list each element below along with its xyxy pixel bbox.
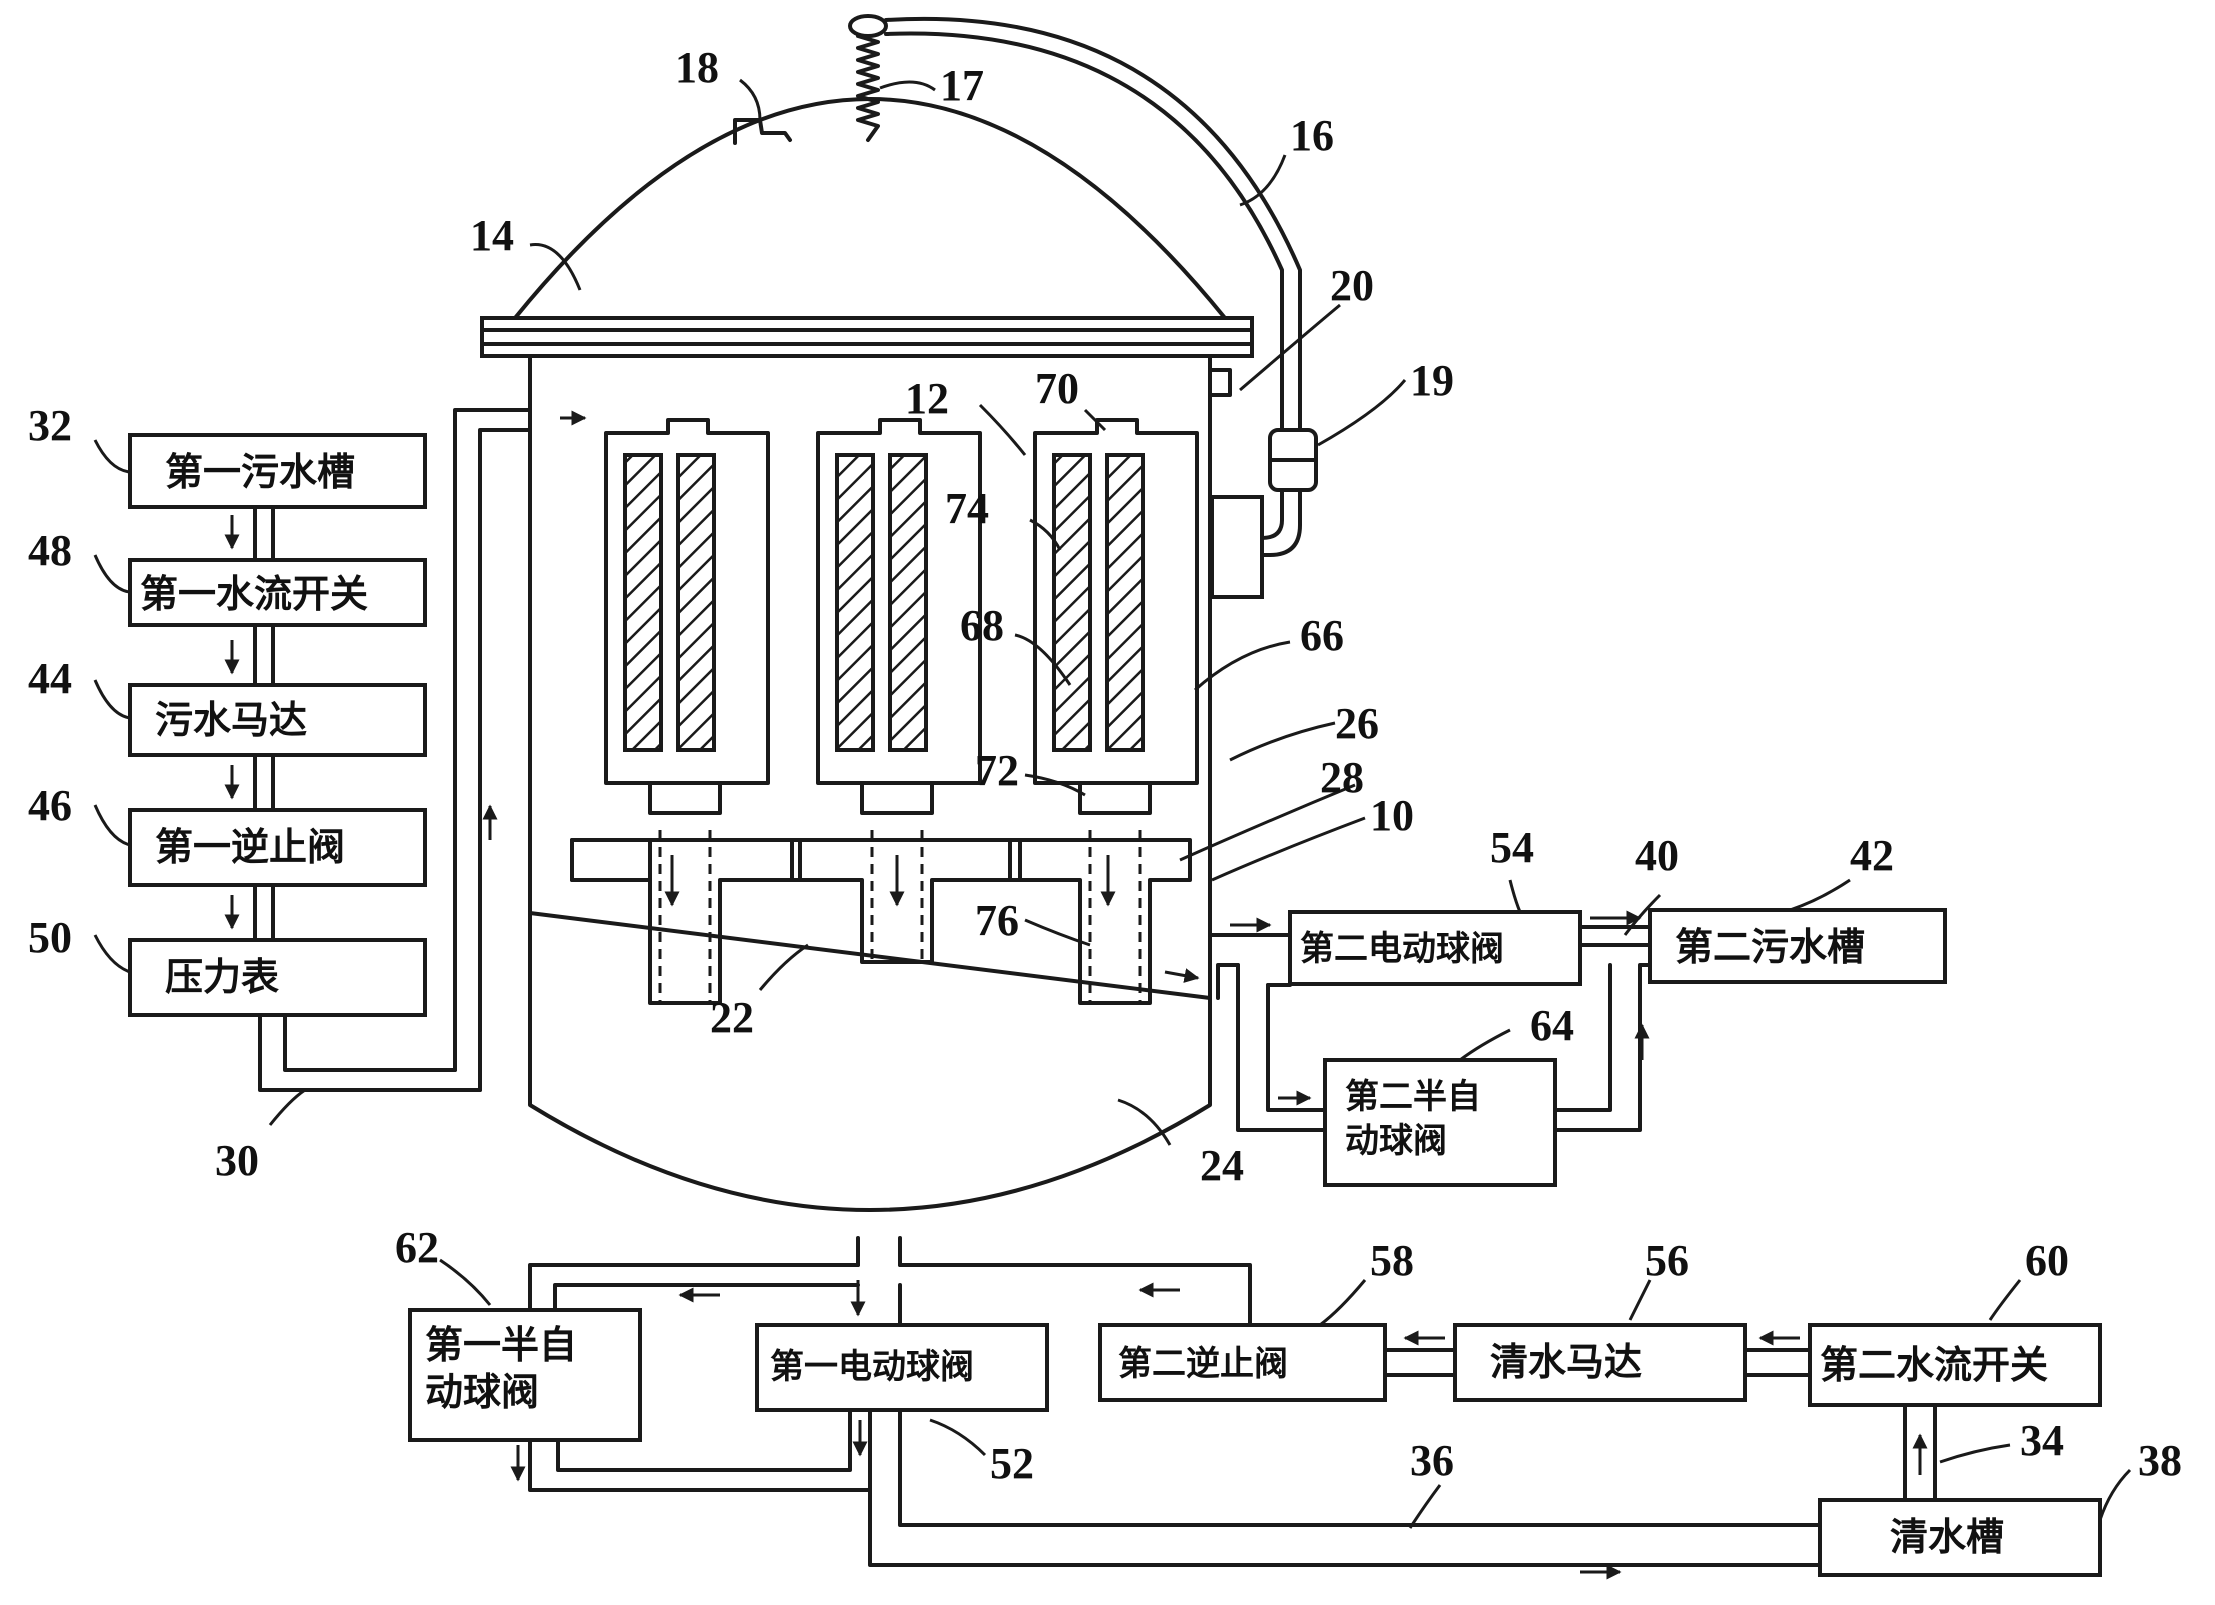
vessel-lid-dome [513,97,1227,320]
box-second-water-switch [1808,1323,2102,1407]
ref-44: 44 [28,654,72,703]
label-first-water-switch: 第一水流开关 [140,572,368,616]
label-clean-motor: 清水马达 [1490,1340,1642,1384]
top-nozzle [733,118,792,145]
spring-element [848,14,888,142]
label-second-semi-auto-line1: 第二半自 [1345,1077,1481,1117]
vessel-left-wall [528,354,1212,1212]
label-second-check-valve: 第二逆止阀 [1118,1344,1288,1384]
ref-48: 48 [28,526,72,575]
filter-cartridge-3 [1008,418,1200,1005]
right-outflow-pipes [1208,910,1652,1132]
ref-54: 54 [1490,823,1534,872]
ref-18: 18 [675,43,719,92]
label-first-semi-auto-line2: 动球阀 [425,1370,539,1414]
hose [884,16,1302,432]
vessel-flange [480,316,1254,358]
ref-74: 74 [945,484,989,533]
ref-40: 40 [1635,831,1679,880]
label-sewage-motor: 污水马达 [155,698,307,742]
ref-19: 19 [1410,356,1454,405]
label-pressure-gauge: 压力表 [165,955,279,999]
ref-12: 12 [905,374,949,423]
label-first-electric-valve: 第一电动球阀 [770,1347,974,1387]
label-first-sewage-tank: 第一污水槽 [165,450,355,494]
ref-66: 66 [1300,611,1344,660]
left-pipe [224,408,587,1092]
filter-cartridge-1 [570,418,802,1005]
box-clean-motor [1453,1323,1747,1402]
bottom-pipes [510,1263,1937,1580]
filter-cartridges [570,418,1200,1005]
ref-17: 17 [940,61,984,110]
ref-42: 42 [1850,831,1894,880]
ref-38: 38 [2138,1436,2182,1485]
ref-20: 20 [1330,261,1374,310]
label-second-semi-auto-line2: 动球阀 [1345,1121,1447,1161]
box-first-semi-auto-valve [408,1308,642,1442]
ref-24: 24 [1200,1141,1244,1190]
ref-28: 28 [1320,753,1364,802]
box-first-electric-valve [755,1323,1049,1412]
ref-22: 22 [710,993,754,1042]
ref-16: 16 [1290,111,1334,160]
sloped-plate [528,911,1212,1000]
ref-76: 76 [975,896,1019,945]
ref-72: 72 [975,746,1019,795]
ref-70: 70 [1035,364,1079,413]
ref-14: 14 [470,211,514,260]
box-first-check-valve [128,808,427,887]
ref-30: 30 [215,1136,259,1185]
box-second-semi-auto-valve [1323,1058,1557,1187]
ref-50: 50 [28,913,72,962]
ref-60: 60 [2025,1236,2069,1285]
ref-62: 62 [395,1223,439,1272]
ref-56: 56 [1645,1236,1689,1285]
box-clean-tank [1818,1498,2102,1577]
label-clean-tank: 清水槽 [1890,1515,2004,1559]
side-module [1210,495,1264,599]
ref-58: 58 [1370,1236,1414,1285]
ref-68: 68 [960,601,1004,650]
box-second-sewage-tank [1648,908,1947,984]
ref-26: 26 [1335,699,1379,748]
ref-34: 34 [2020,1416,2064,1465]
box-first-water-switch [128,558,427,627]
ref-46: 46 [28,781,72,830]
ref-10: 10 [1370,791,1414,840]
label-second-electric-valve: 第二电动球阀 [1300,929,1504,969]
label-second-water-switch: 第二水流开关 [1820,1343,2048,1387]
box-second-check-valve [1098,1323,1387,1402]
reference-numerals: 18 17 16 14 20 19 12 70 74 68 66 26 72 2… [28,43,2182,1529]
ref-32: 32 [28,401,72,450]
ref-52: 52 [990,1439,1034,1488]
box-pressure-gauge [128,938,427,1017]
ref-36: 36 [1410,1436,1454,1485]
box-sewage-motor [128,683,427,757]
label-first-semi-auto-line1: 第一半自 [425,1323,577,1367]
label-first-check-valve: 第一逆止阀 [155,825,345,869]
label-second-sewage-tank: 第二污水槽 [1675,925,1865,969]
filter-cartridge-2 [790,418,1022,964]
ref-64: 64 [1530,1001,1574,1050]
box-second-electric-valve [1288,910,1582,986]
